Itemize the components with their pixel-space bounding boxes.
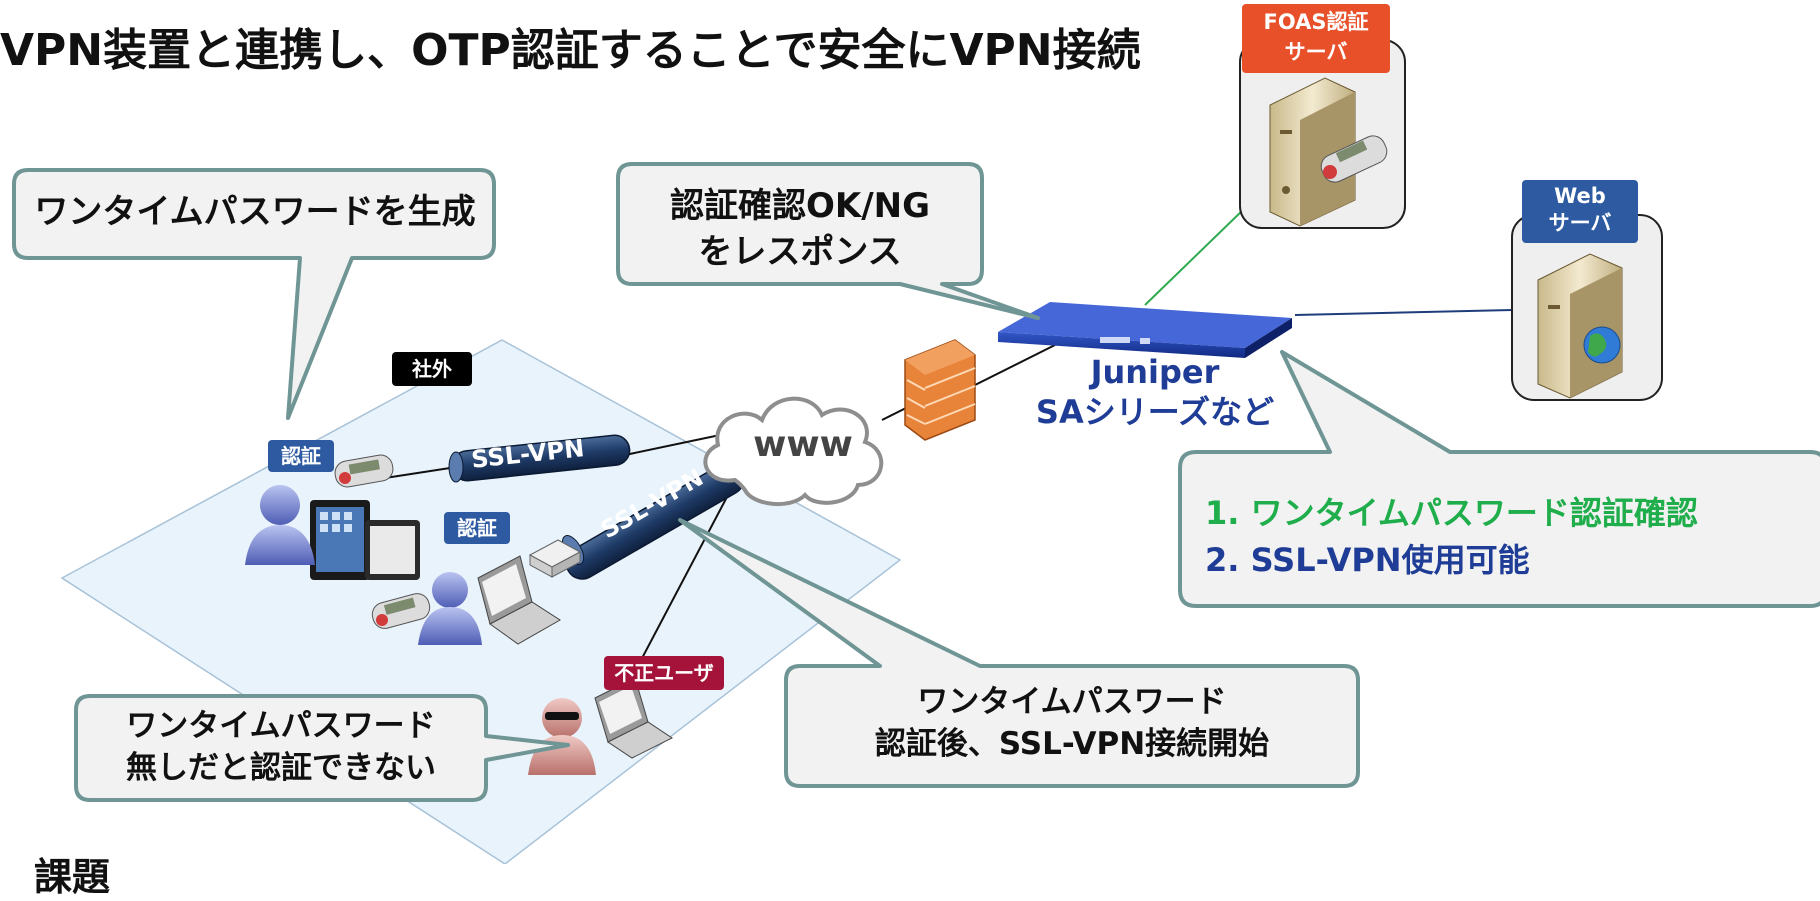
web-tag-line2: サーバ xyxy=(1548,211,1612,235)
juniper-label-line2: SAシリーズなど xyxy=(1035,393,1275,431)
callout-steps xyxy=(1178,350,1820,608)
foas-tag-line2: サーバ xyxy=(1284,40,1348,64)
callout-no-otp-line2: 無しだと認証できない xyxy=(126,749,436,786)
foas-tag-line1: FOAS認証 xyxy=(1263,10,1369,34)
token-icon xyxy=(334,454,394,488)
step-2: 2. SSL-VPN使用可能 xyxy=(1205,541,1530,579)
juniper-label-line1: Juniper xyxy=(1090,353,1220,391)
router-icon xyxy=(528,539,582,578)
step-1: 1. ワンタイムパスワード認証確認 xyxy=(1205,494,1698,532)
link-token1 xyxy=(384,467,451,479)
token-icon xyxy=(371,593,431,629)
link-web xyxy=(1294,309,1513,316)
laptop-icon xyxy=(594,677,673,759)
callout-response xyxy=(616,162,1040,320)
globe-icon xyxy=(1583,326,1621,364)
bottom-heading: 課題 xyxy=(34,855,111,899)
callout-response-line2: をレスポンス xyxy=(698,231,902,272)
unauthorized-tag: 不正ユーザ xyxy=(604,656,724,690)
token-icon xyxy=(1320,135,1388,183)
server-icon xyxy=(1537,253,1623,399)
callout-after-line1: ワンタイムパスワード xyxy=(917,684,1227,720)
callout-generate xyxy=(12,168,496,420)
link-foas xyxy=(1144,207,1246,306)
callout-no-otp-line1: ワンタイムパスワード xyxy=(126,708,436,744)
web-tag-line1: Web xyxy=(1554,184,1606,208)
auth-tag-2: 認証 xyxy=(444,512,510,544)
web-tag: Web サーバ xyxy=(1522,180,1638,243)
callout-response-text: 認証確認OK/NG をレスポンス xyxy=(622,184,978,276)
user-icon xyxy=(245,485,315,565)
www-label: www xyxy=(753,424,853,465)
cloud-icon xyxy=(703,396,884,507)
callout-after xyxy=(678,518,1360,788)
juniper-label: Juniper SAシリーズなど xyxy=(1015,352,1295,432)
callout-response-line1: 認証確認OK/NG xyxy=(669,186,931,226)
web-server-box xyxy=(1511,214,1663,401)
link-fw-appliance xyxy=(974,344,1056,386)
callout-after-text: ワンタイムパスワード 認証後、SSL-VPN接続開始 xyxy=(790,682,1354,766)
outside-tag: 社外 xyxy=(392,352,472,386)
callout-no-otp-text: ワンタイムパスワード 無しだと認証できない xyxy=(80,706,482,790)
user-icon xyxy=(418,572,482,645)
callout-generate-text: ワンタイムパスワードを生成 xyxy=(34,192,476,232)
page-title: VPN装置と連携し、OTP認証することで安全にVPN接続 xyxy=(0,25,1141,76)
link-tube1 xyxy=(624,434,721,456)
firewall-icon xyxy=(904,339,976,441)
auth-tag-1: 認証 xyxy=(268,440,334,472)
tablet-icon xyxy=(310,500,420,580)
ssl-vpn-tube-1 xyxy=(448,434,631,483)
callout-no-otp xyxy=(74,694,570,802)
callout-after-line2: 認証後、SSL-VPN接続開始 xyxy=(874,725,1270,762)
appliance-icon xyxy=(998,302,1292,358)
foas-tag: FOAS認証 サーバ xyxy=(1242,4,1390,73)
laptop-icon xyxy=(477,555,561,645)
